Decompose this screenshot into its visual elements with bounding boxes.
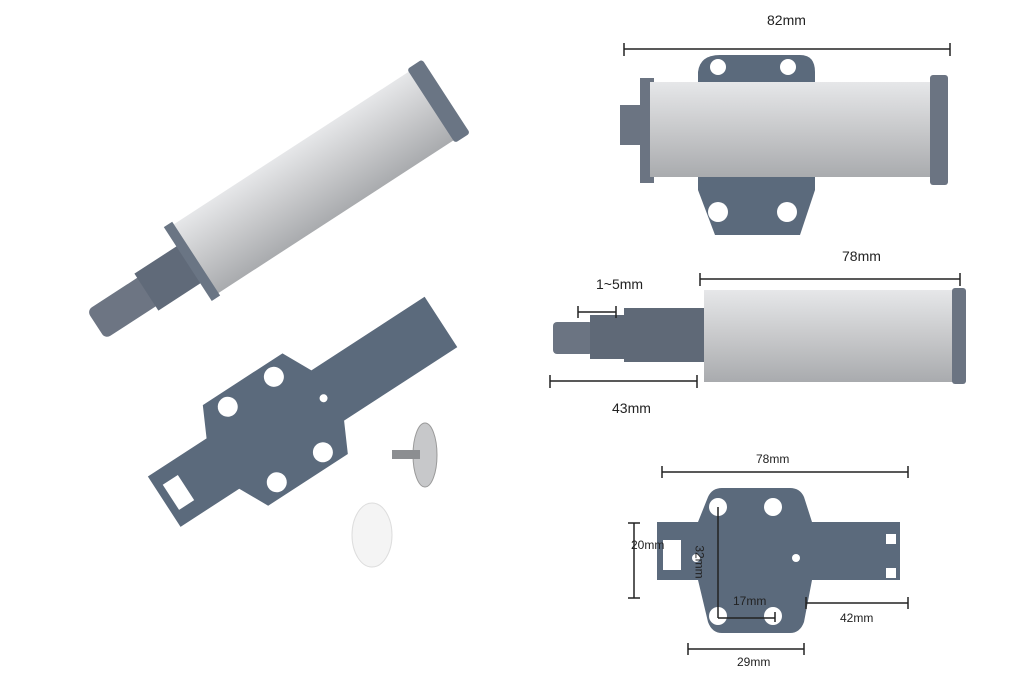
top-length-label: 82mm <box>767 12 806 28</box>
plate-hole-vertical-label: 32mm <box>692 545 707 579</box>
top-view-latch <box>620 55 948 235</box>
angled-mounting-plate <box>147 296 458 527</box>
plate-tail-label: 42mm <box>840 611 874 625</box>
dimension-line-82mm <box>623 43 951 56</box>
plate-length-label: 78mm <box>756 452 790 466</box>
side-body-length-label: 78mm <box>842 248 881 264</box>
angled-push-latch <box>89 60 469 337</box>
screw <box>392 422 438 488</box>
side-view-latch <box>553 288 966 384</box>
bumper-cap <box>351 502 393 568</box>
side-stroke-label: 1~5mm <box>596 276 644 292</box>
plate-width-label: 29mm <box>737 655 771 669</box>
side-plunger-length-label: 43mm <box>612 400 651 416</box>
dimension-lines-side-view <box>549 273 961 388</box>
dimension-lines-plate <box>628 466 909 655</box>
plate-height-label: 20mm <box>631 538 665 552</box>
plate-hole-horizontal-label: 17mm <box>733 594 767 608</box>
